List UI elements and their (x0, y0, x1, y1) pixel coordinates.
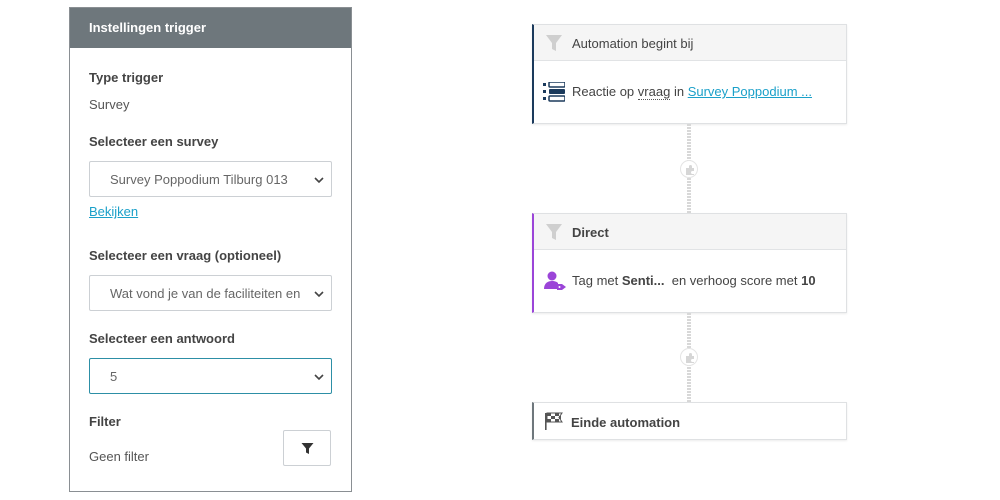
tag-name[interactable]: Senti... (621, 273, 665, 288)
card-body: Tag met Senti... en verhoog score met 10 (534, 250, 846, 312)
action-description: Tag met Senti... en verhoog score met 10 (572, 273, 816, 288)
automation-end-card[interactable]: Einde automation (532, 402, 847, 440)
automation-start-card[interactable]: Automation begint bij Reactie op vraag i… (532, 24, 847, 124)
filter-button[interactable] (283, 430, 331, 466)
question-select-label: Selecteer een vraag (optioneel) (89, 248, 282, 263)
survey-list-icon (543, 82, 565, 102)
direct-action-card[interactable]: Direct Tag met Senti... en verhoog score… (532, 213, 847, 313)
answer-select-value: 5 (110, 369, 118, 384)
trigger-text-in: in (673, 84, 685, 99)
card-header: Direct (534, 214, 846, 250)
question-select[interactable]: Wat vond je van de faciliteiten en (89, 275, 332, 311)
card-title: Direct (572, 225, 609, 240)
card-title: Automation begint bij (572, 36, 694, 51)
answer-select[interactable]: 5 (89, 358, 332, 394)
answer-select-label: Selecteer een antwoord (89, 331, 235, 346)
funnel-icon (546, 224, 562, 240)
score-value: 10 (801, 273, 816, 288)
survey-select-value: Survey Poppodium Tilburg 013 (110, 172, 288, 187)
view-survey-link[interactable]: Bekijken (89, 204, 139, 219)
filter-icon (301, 443, 314, 454)
survey-link[interactable]: Survey Poppodium ... (687, 84, 812, 99)
trigger-question-word[interactable]: vraag (637, 84, 671, 100)
chevron-down-icon (314, 374, 324, 381)
type-trigger-value: Survey (89, 97, 130, 112)
card-header: Automation begint bij (534, 25, 846, 61)
chevron-down-icon (314, 291, 324, 298)
action-text-mid: en verhoog score met (671, 273, 798, 288)
question-select-value: Wat vond je van de faciliteiten en (110, 286, 301, 301)
add-step-node[interactable] (680, 348, 698, 366)
user-tag-icon (544, 271, 566, 290)
filter-value: Geen filter (89, 449, 149, 464)
chevron-down-icon (314, 177, 324, 184)
card-body: Reactie op vraag in Survey Poppodium ... (534, 61, 846, 123)
trigger-settings-panel: Instellingen trigger Type trigger Survey… (69, 7, 352, 492)
checkered-flag-icon (545, 412, 563, 430)
survey-select-label: Selecteer een survey (89, 134, 219, 149)
add-step-node[interactable] (680, 160, 698, 178)
trigger-description: Reactie op vraag in Survey Poppodium ... (572, 84, 812, 100)
trigger-text-prefix: Reactie op (572, 84, 635, 99)
funnel-icon (546, 35, 562, 51)
panel-title: Instellingen trigger (70, 8, 351, 48)
survey-select[interactable]: Survey Poppodium Tilburg 013 (89, 161, 332, 197)
filter-label: Filter (89, 414, 121, 429)
action-text-prefix: Tag met (572, 273, 619, 288)
puzzle-icon (686, 165, 694, 175)
card-title: Einde automation (571, 415, 681, 430)
puzzle-icon (686, 353, 694, 363)
type-trigger-label: Type trigger (89, 70, 164, 85)
